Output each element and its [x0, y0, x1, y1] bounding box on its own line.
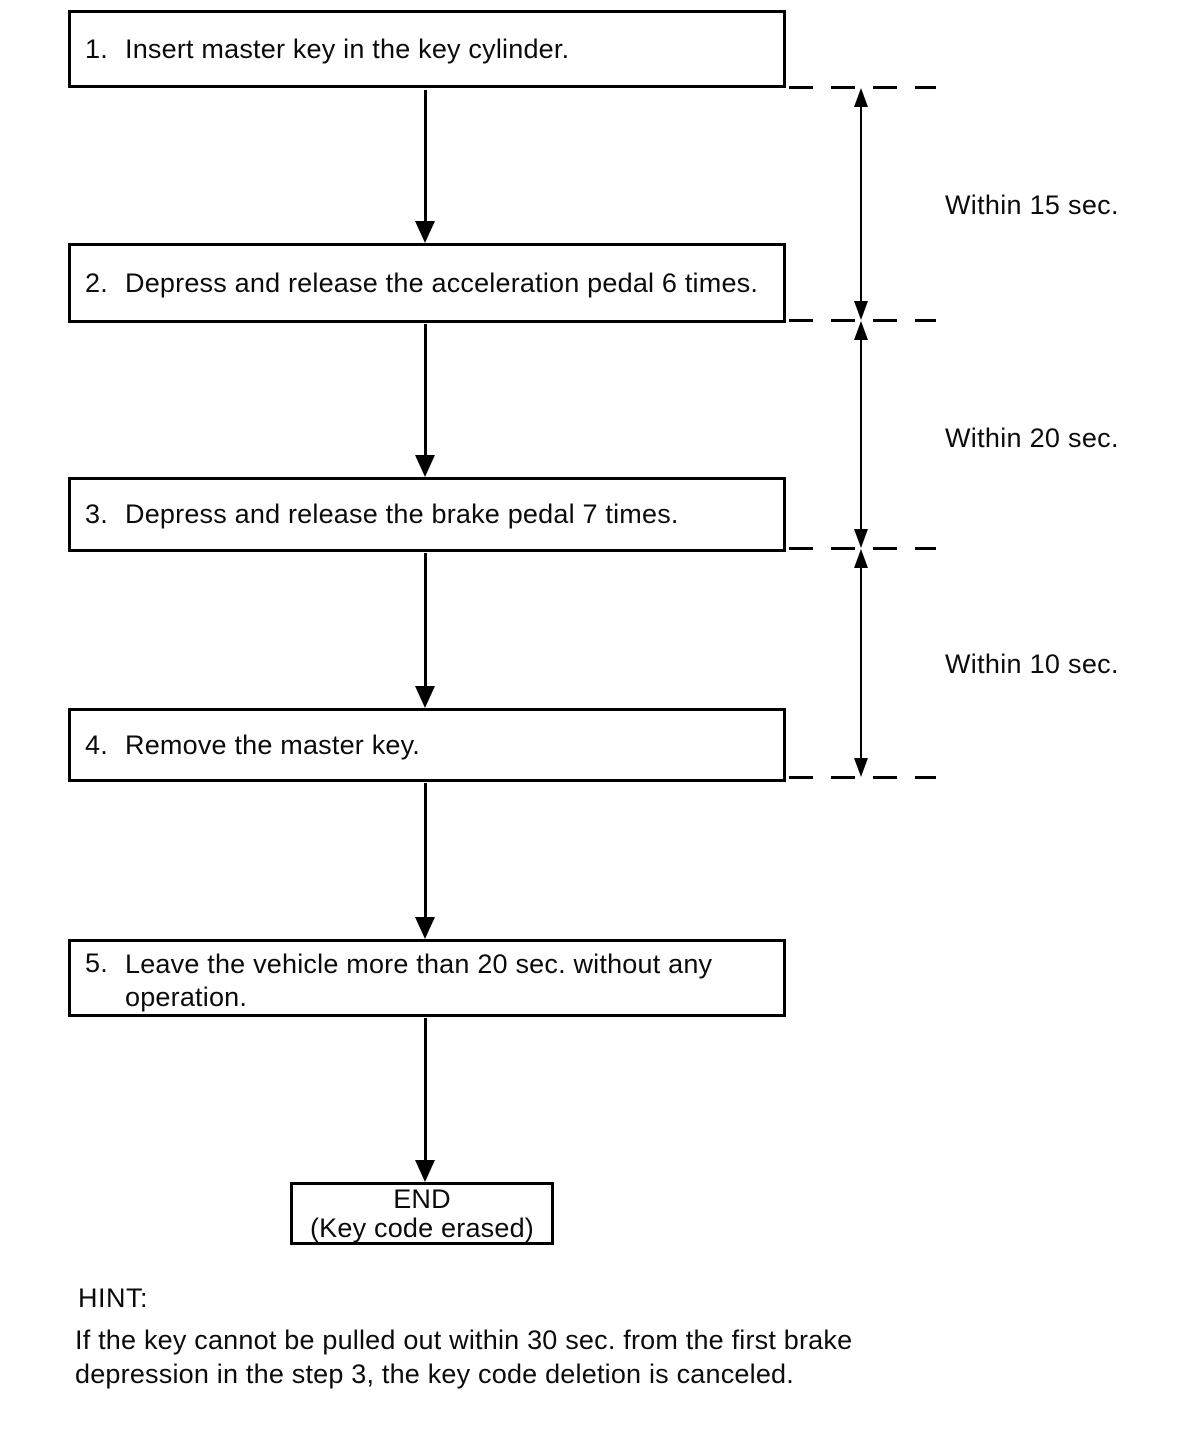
step-number: 4.: [85, 729, 108, 760]
hint-body: If the key cannot be pulled out within 3…: [75, 1323, 852, 1391]
step-box-2: 2. Depress and release the acceleration …: [68, 243, 786, 323]
hint-line-2: depression in the step 3, the key code d…: [75, 1359, 794, 1389]
step-box-4: 4. Remove the master key.: [68, 708, 786, 782]
step-box-1: 1. Insert master key in the key cylinder…: [68, 10, 786, 88]
arrow-shaft: [423, 1018, 427, 1170]
flow-arrow-down-1: [415, 90, 435, 243]
arrow-head-down-icon: [415, 686, 435, 708]
timing-span-arrow-3: [852, 549, 870, 777]
step-text: Depress and release the brake pedal 7 ti…: [125, 499, 679, 529]
arrow-head-down-icon: [415, 455, 435, 477]
hint-line-1: If the key cannot be pulled out within 3…: [75, 1325, 853, 1355]
step-number: 3.: [85, 499, 108, 529]
step-box-5: 5. Leave the vehicle more than 20 sec. w…: [68, 939, 786, 1017]
arrow-head-down-icon: [415, 917, 435, 939]
timing-dash-line-3: [789, 547, 936, 550]
flow-arrow-down-2: [415, 324, 435, 477]
arrow-shaft: [859, 93, 862, 315]
step-text: Insert master key in the key cylinder.: [125, 33, 570, 64]
step-text: Depress and release the acceleration ped…: [125, 267, 759, 298]
step-number: 2.: [85, 267, 108, 298]
arrow-head-down-icon: [415, 1160, 435, 1182]
arrow-shaft: [423, 783, 427, 927]
arrow-head-down-icon: [853, 758, 868, 777]
flow-arrow-down-5: [415, 1018, 435, 1182]
end-box: END (Key code erased): [290, 1182, 554, 1245]
arrow-shaft: [859, 554, 862, 772]
end-box-title: END: [393, 1183, 451, 1214]
timing-dash-line-2: [789, 319, 936, 322]
hint-heading: HINT:: [78, 1283, 148, 1313]
flow-arrow-down-3: [415, 553, 435, 708]
arrow-head-down-icon: [853, 529, 868, 548]
arrow-shaft: [423, 553, 427, 696]
timing-label-20s: Within 20 sec.: [945, 423, 1119, 453]
step-number: 5.: [85, 948, 108, 978]
step-text: Remove the master key.: [125, 729, 421, 760]
arrow-shaft: [859, 326, 862, 543]
step-number: 1.: [85, 33, 108, 64]
step-box-3: 3. Depress and release the brake pedal 7…: [68, 477, 786, 552]
arrow-shaft: [423, 324, 427, 465]
timing-label-15s: Within 15 sec.: [945, 190, 1119, 220]
timing-span-arrow-1: [852, 88, 870, 320]
timing-dash-line-4: [789, 776, 936, 779]
arrow-head-down-icon: [415, 221, 435, 243]
flow-arrow-down-4: [415, 783, 435, 939]
timing-dash-line-1: [789, 86, 936, 89]
arrow-head-down-icon: [853, 301, 868, 320]
end-box-subtitle: (Key code erased): [309, 1212, 534, 1243]
timing-span-arrow-2: [852, 321, 870, 548]
arrow-shaft: [423, 90, 427, 231]
timing-label-10s: Within 10 sec.: [945, 649, 1119, 679]
step-text: Leave the vehicle more than 20 sec. with…: [125, 949, 713, 1012]
